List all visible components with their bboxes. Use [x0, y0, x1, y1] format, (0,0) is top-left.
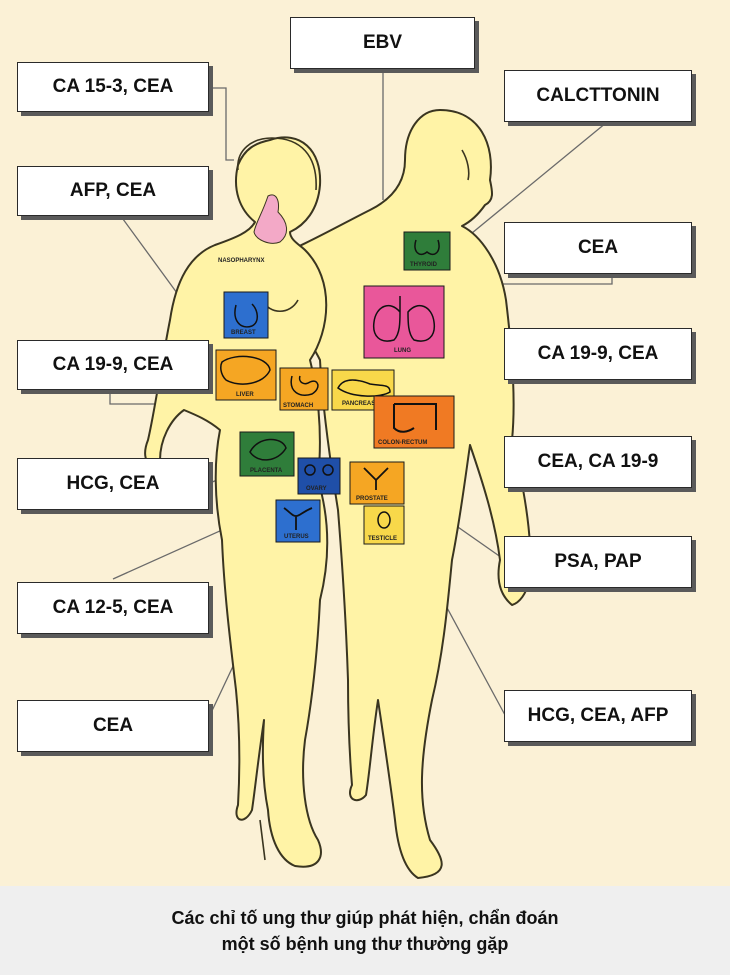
uterus-label: UTERUS [284, 534, 309, 540]
placenta-tile: PLACENTA [239, 431, 295, 477]
marker-box-ca19-9-cea-pancreas: CA 19-9, CEA [504, 328, 692, 380]
lung-tile: LUNG [363, 285, 445, 359]
marker-box-cea-thyroid: CEA [504, 222, 692, 274]
marker-box-hcg-cea: HCG, CEA [17, 458, 209, 510]
stomach-tile: STOMACH [279, 367, 329, 411]
marker-box-psa-pap: PSA, PAP [504, 536, 692, 588]
stomach-label: STOMACH [283, 403, 313, 409]
colon-tile: COLON-RECTUM [373, 395, 455, 449]
testicle-label: TESTICLE [368, 536, 397, 542]
marker-box-calcitonin: CALCTTONIN [504, 70, 692, 122]
marker-box-ebv: EBV [290, 17, 475, 69]
breast-tile: BREAST [223, 291, 269, 339]
uterus-tile: UTERUS [275, 499, 321, 543]
liver-label: LIVER [236, 392, 254, 398]
ovary-label: OVARY [306, 486, 327, 492]
testicle-tile: TESTICLE [363, 505, 405, 545]
colon-label: COLON-RECTUM [378, 440, 427, 446]
thyroid-label: THYROID [410, 262, 438, 268]
marker-box-cea-ca19-9-colon: CEA, CA 19-9 [504, 436, 692, 488]
marker-box-afp-cea: AFP, CEA [17, 166, 209, 216]
figure-caption: Các chỉ tố ung thư giúp phát hiện, chẩn … [0, 886, 730, 975]
breast-label: BREAST [231, 330, 256, 336]
marker-box-ca15-3-cea: CA 15-3, CEA [17, 62, 209, 112]
caption-line-1: Các chỉ tố ung thư giúp phát hiện, chẩn … [171, 907, 559, 928]
prostate-label: PROSTATE [356, 496, 388, 502]
thyroid-tile: THYROID [403, 231, 451, 271]
caption-line-2: một số bệnh ung thư thường gặp [221, 933, 509, 954]
lung-label: LUNG [394, 348, 411, 354]
placenta-label: PLACENTA [250, 468, 283, 474]
nasopharynx-label: NASOPHARYNX [218, 258, 264, 264]
liver-tile: LIVER [215, 349, 277, 401]
pancreas-label: PANCREAS [342, 401, 375, 407]
marker-box-ca12-5-cea: CA 12-5, CEA [17, 582, 209, 634]
ovary-tile: OVARY [297, 457, 341, 495]
marker-box-hcg-cea-afp: HCG, CEA, AFP [504, 690, 692, 742]
nasopharynx-organ [253, 194, 287, 244]
figure-details [237, 137, 470, 861]
prostate-tile: PROSTATE [349, 461, 405, 505]
marker-box-cea-uterus: CEA [17, 700, 209, 752]
marker-box-ca19-9-cea-liver: CA 19-9, CEA [17, 340, 209, 390]
